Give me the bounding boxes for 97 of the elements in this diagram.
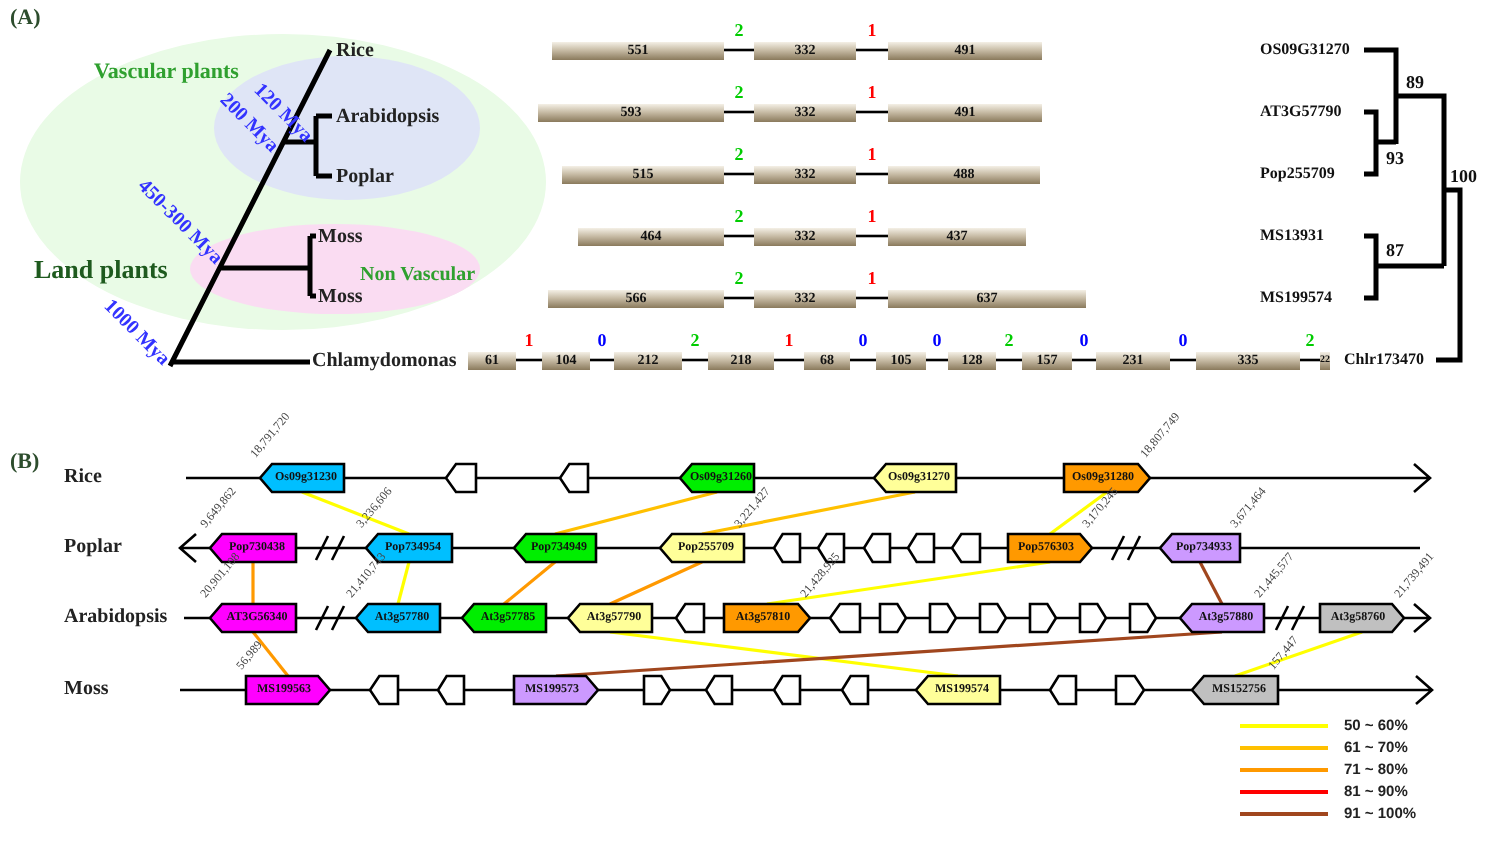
intron-line	[1300, 358, 1320, 362]
gene-block	[908, 534, 934, 562]
phase-label: 1	[865, 206, 879, 226]
taxon-label: Chlamydomonas	[312, 348, 457, 374]
gene-block	[560, 464, 588, 492]
gene-id-label: Chlr173470	[1344, 350, 1424, 370]
gene-block	[446, 464, 476, 492]
synteny-line	[554, 490, 718, 536]
gene-block	[1116, 676, 1144, 704]
gene-block	[864, 534, 890, 562]
intron-line	[682, 358, 708, 362]
gene-block	[880, 604, 906, 632]
species-label: Rice	[64, 466, 102, 490]
synteny-line	[251, 631, 290, 677]
gene-block	[1080, 604, 1106, 632]
phase-label: 2	[732, 144, 746, 164]
synteny-line	[1234, 630, 1363, 678]
synteny-line	[1198, 561, 1224, 605]
gene-id-label: MS13931	[1260, 226, 1324, 246]
gene-block	[1050, 676, 1076, 704]
intron-line	[996, 358, 1022, 362]
phase-label: 2	[732, 82, 746, 102]
intron-line	[856, 172, 888, 176]
intron-line	[724, 110, 754, 114]
bootstrap-value: 89	[1406, 72, 1424, 94]
gene-block	[1130, 604, 1156, 632]
gene-block	[930, 604, 956, 632]
intron-line	[590, 358, 614, 362]
taxon-label: Rice	[336, 38, 374, 64]
intron-line	[1072, 358, 1096, 362]
phase-label: 2	[1303, 330, 1317, 350]
phase-label: 0	[930, 330, 944, 350]
phase-label: 2	[732, 268, 746, 288]
intron-line	[926, 358, 948, 362]
phase-label: 2	[1002, 330, 1016, 350]
gene-block	[706, 676, 732, 704]
intron-line	[724, 48, 754, 52]
gene-block	[644, 676, 670, 704]
panel-label: (B)	[10, 450, 40, 476]
gene-block	[980, 604, 1006, 632]
bootstrap-value: 100	[1450, 166, 1477, 188]
region-label: Vascular plants	[94, 60, 239, 84]
taxon-label: Moss	[318, 284, 363, 310]
species-label: Moss	[64, 678, 109, 702]
phase-label: 0	[1077, 330, 1091, 350]
intron-line	[856, 296, 888, 300]
taxon-label: Arabidopsis	[336, 104, 440, 130]
gene-id-label: MS199574	[1260, 288, 1332, 308]
gene-block	[774, 534, 800, 562]
bootstrap-value: 87	[1386, 240, 1404, 262]
intron-line	[724, 296, 754, 300]
intron-line	[724, 234, 754, 238]
phase-label: 1	[865, 144, 879, 164]
phase-label: 0	[1176, 330, 1190, 350]
gene-block	[438, 676, 464, 704]
gene-block	[952, 534, 980, 562]
intron-line	[856, 110, 888, 114]
panel-label: (A)	[10, 6, 41, 32]
taxon-label: Moss	[318, 224, 363, 250]
synteny-line	[1049, 490, 1108, 536]
synteny-line	[251, 562, 255, 604]
intron-line	[856, 48, 888, 52]
gene-block	[370, 676, 398, 704]
gene-id-label: Pop255709	[1260, 164, 1335, 184]
species-label: Poplar	[64, 536, 122, 560]
synteny-line	[396, 561, 411, 605]
phase-label: 2	[688, 330, 702, 350]
synteny-line	[301, 490, 410, 536]
gene-block	[842, 676, 868, 704]
gene-block	[774, 676, 800, 704]
intron-line	[774, 358, 804, 362]
intron-line	[724, 172, 754, 176]
phase-label: 1	[782, 330, 796, 350]
phase-label: 1	[865, 20, 879, 40]
intron-line	[516, 358, 542, 362]
phase-label: 0	[595, 330, 609, 350]
gene-id-label: AT3G57790	[1260, 102, 1342, 122]
intron-line	[850, 358, 876, 362]
bootstrap-value: 93	[1386, 148, 1404, 170]
synteny-line	[609, 560, 703, 606]
gene-block	[1030, 604, 1056, 632]
taxon-label: Poplar	[336, 164, 394, 190]
intron-line	[1170, 358, 1196, 362]
synteny-line	[503, 560, 556, 606]
gene-id-label: OS09G31270	[1260, 40, 1350, 60]
phase-label: 1	[865, 268, 879, 288]
phase-label: 0	[856, 330, 870, 350]
region-label: Non Vascular	[360, 264, 476, 286]
phase-label: 2	[732, 20, 746, 40]
gene-block	[830, 604, 860, 632]
phase-label: 2	[732, 206, 746, 226]
intron-line	[856, 234, 888, 238]
gene-block	[676, 604, 704, 632]
phase-label: 1	[522, 330, 536, 350]
region-label: Land plants	[34, 254, 168, 286]
species-label: Arabidopsis	[64, 606, 168, 630]
phase-label: 1	[865, 82, 879, 102]
